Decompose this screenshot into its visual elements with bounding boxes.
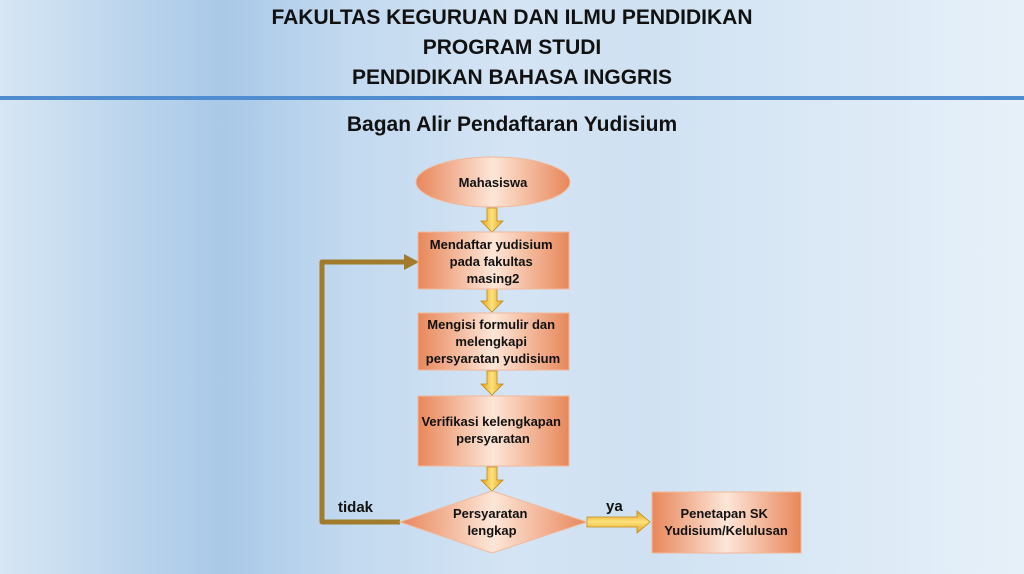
department-title: PENDIDIKAN BAHASA INGGRIS — [351, 66, 673, 89]
register-node-label: Mendaftar yudisium pada fakultas masing2 — [430, 237, 556, 286]
loop-back-line — [319, 259, 405, 525]
result-node-label: Penetapan SK Yudisium/Kelulusan — [664, 506, 788, 538]
loop-back-arrowhead — [404, 254, 419, 270]
verify-node-label: Verifikasi kelengkapan persyaratan — [421, 414, 564, 446]
diagram-title: Bagan Alir Pendaftaran Yudisium — [346, 113, 678, 136]
arrow-register-to-form — [480, 288, 504, 313]
arrow-start-to-register — [480, 207, 504, 233]
verify-node — [417, 395, 570, 467]
form-node-label: Mengisi formulir dan melengkapi persyara… — [426, 317, 560, 366]
faculty-title: FAKULTAS KEGURUAN DAN ILMU PENDIDIKAN — [271, 6, 753, 29]
no-label: tidak — [338, 499, 374, 516]
result-node — [651, 491, 802, 554]
decision-node — [398, 490, 589, 554]
header-divider — [0, 96, 1024, 100]
arrow-form-to-verify — [480, 370, 504, 396]
decision-node-label: Persyaratan lengkap — [453, 506, 531, 538]
program-title: PROGRAM STUDI — [422, 36, 602, 59]
arrow-decision-to-result — [586, 510, 651, 534]
form-node — [417, 312, 570, 371]
arrow-verify-to-decision — [480, 466, 504, 492]
start-node-label: Mahasiswa — [459, 175, 528, 190]
yes-label: ya — [606, 498, 623, 515]
register-node — [417, 231, 570, 290]
start-node — [415, 156, 571, 208]
